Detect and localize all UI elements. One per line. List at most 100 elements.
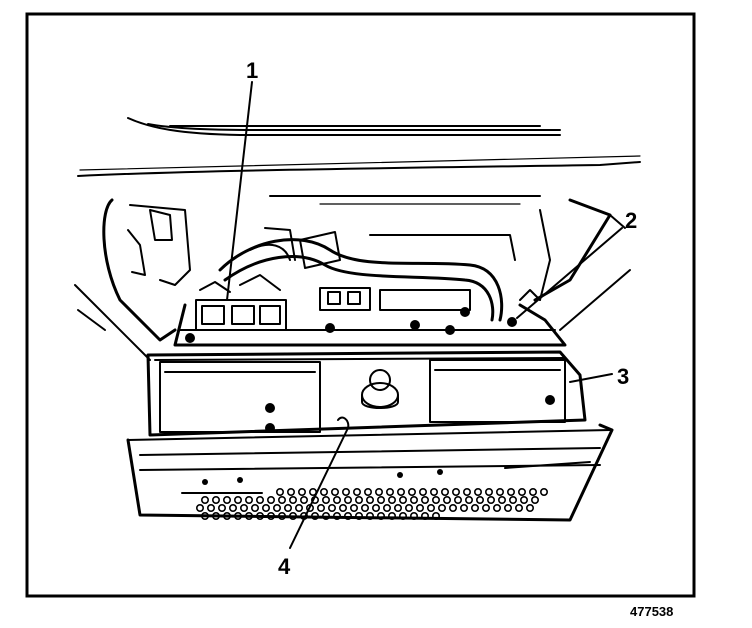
vent-hole	[360, 503, 369, 512]
figure-frame	[25, 12, 696, 598]
vent-hole	[473, 487, 482, 496]
dashboard-upper-trim	[77, 117, 641, 205]
radio-knob	[361, 369, 399, 409]
vent-hole	[283, 503, 292, 512]
vent-hole	[459, 503, 468, 512]
callout-leaders	[226, 81, 623, 549]
vent-hole	[451, 487, 460, 496]
vent-hole	[319, 487, 328, 496]
vent-hole	[404, 503, 413, 512]
vent-hole	[517, 487, 526, 496]
vent-hole	[385, 487, 394, 496]
vent-hole	[332, 495, 341, 504]
vent-hole	[376, 495, 385, 504]
vent-hole	[415, 503, 424, 512]
vent-hole	[409, 511, 418, 520]
vent-hole	[484, 487, 493, 496]
vent-hole	[374, 487, 383, 496]
vent-hole	[497, 495, 506, 504]
vent-hole	[396, 487, 405, 496]
vent-hole	[288, 511, 297, 520]
vent-hole	[420, 495, 429, 504]
vent-hole	[234, 495, 243, 504]
callout-2: 2	[625, 208, 637, 233]
vent-hole	[201, 495, 210, 504]
vent-hole	[272, 503, 281, 512]
vent-hole	[453, 495, 462, 504]
vent-hole	[486, 495, 495, 504]
vent-hole	[349, 503, 358, 512]
vent-hole	[297, 487, 306, 496]
vent-hole	[275, 487, 284, 496]
vent-hole	[316, 503, 325, 512]
vent-hole	[330, 487, 339, 496]
radio-mounting-bracket	[146, 350, 587, 437]
vent-hole	[201, 511, 210, 520]
vent-hole	[382, 503, 391, 512]
leader-2	[516, 227, 623, 319]
vent-hole	[245, 511, 254, 520]
vent-hole	[332, 511, 341, 520]
vent-hole	[286, 487, 295, 496]
vent-hole	[299, 495, 308, 504]
vent-hole	[420, 511, 429, 520]
vent-hole	[266, 495, 275, 504]
vent-hole	[508, 495, 517, 504]
vent-hole	[519, 495, 528, 504]
vent-hole	[431, 495, 440, 504]
vent-hole	[223, 495, 232, 504]
vent-hole	[475, 495, 484, 504]
vent-hole	[409, 495, 418, 504]
callout-4: 4	[278, 554, 291, 579]
vent-hole	[212, 511, 221, 520]
vent-hole	[442, 495, 451, 504]
vent-hole	[398, 495, 407, 504]
radio-connector	[195, 274, 287, 331]
vent-hole	[481, 503, 490, 512]
vent-hole	[352, 487, 361, 496]
vent-hole	[338, 503, 347, 512]
vent-hole	[363, 487, 372, 496]
vent-hole	[321, 511, 330, 520]
vent-hole	[387, 495, 396, 504]
vent-hole	[448, 503, 457, 512]
vent-hole	[539, 487, 548, 496]
vent-hole	[514, 503, 523, 512]
vent-hole	[387, 511, 396, 520]
wiring-harness	[218, 227, 516, 322]
vent-hole	[327, 503, 336, 512]
vent-hole	[196, 503, 205, 512]
vent-hole	[431, 511, 440, 520]
vent-hole	[229, 503, 238, 512]
vent-hole	[503, 503, 512, 512]
vent-hole	[437, 503, 446, 512]
vent-hole	[354, 511, 363, 520]
vent-hole	[234, 511, 243, 520]
vent-hole	[462, 487, 471, 496]
vent-hole	[393, 503, 402, 512]
vent-hole	[365, 495, 374, 504]
vent-hole	[343, 511, 352, 520]
callout-1: 1	[246, 58, 258, 83]
vent-hole	[354, 495, 363, 504]
vent-hole	[376, 511, 385, 520]
left-mounting-bracket	[74, 198, 191, 361]
vent-hole	[266, 511, 275, 520]
radio-chassis	[173, 303, 567, 347]
vent-hole	[207, 503, 216, 512]
vent-hole	[525, 503, 534, 512]
vent-hole	[440, 487, 449, 496]
vent-hole	[528, 487, 537, 496]
vent-hole	[212, 495, 221, 504]
leader-4	[289, 416, 350, 549]
figure-id: 477538	[630, 604, 674, 619]
vent-hole	[310, 511, 319, 520]
vent-hole	[495, 487, 504, 496]
vent-hole	[426, 503, 435, 512]
ventilation-holes	[196, 487, 548, 520]
vent-hole	[429, 487, 438, 496]
vent-hole	[492, 503, 501, 512]
vent-hole	[398, 511, 407, 520]
leader-1	[226, 81, 253, 301]
